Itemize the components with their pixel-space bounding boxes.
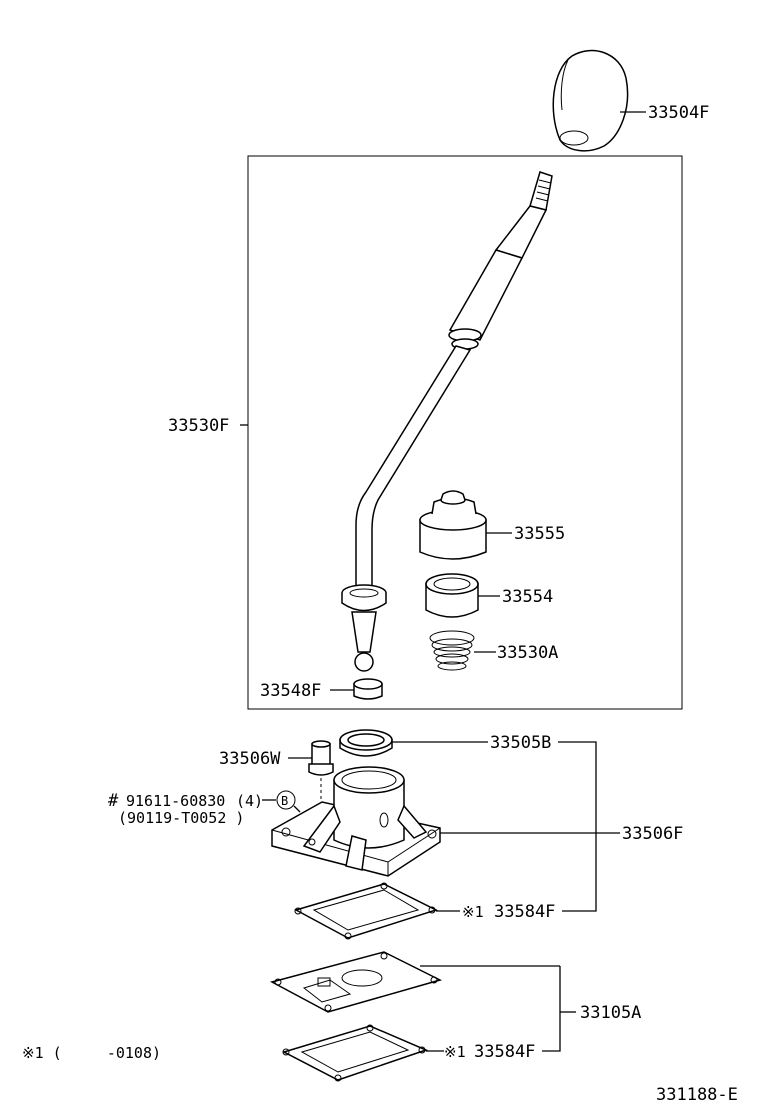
label-bolt-qty: (4) bbox=[236, 792, 263, 810]
label-upper-gasket-mark: ※1 bbox=[462, 903, 484, 921]
label-ref-b: B bbox=[281, 794, 288, 808]
seat-part bbox=[425, 573, 479, 618]
lower-gasket-part bbox=[282, 1024, 429, 1082]
housing-part bbox=[271, 766, 441, 877]
label-lower-gasket: 33584F bbox=[474, 1042, 535, 1062]
seal-part bbox=[339, 729, 393, 757]
label-boot: 33555 bbox=[514, 524, 565, 544]
upper-gasket-part bbox=[294, 882, 438, 940]
figure-id: 331188-E bbox=[656, 1085, 738, 1105]
plate-part bbox=[269, 951, 443, 1013]
label-seal: 33505B bbox=[490, 733, 551, 753]
label-lower-gasket-mark: ※1 bbox=[444, 1043, 466, 1061]
shift-lever-part bbox=[341, 171, 553, 672]
label-plate: 33105A bbox=[580, 1003, 641, 1023]
label-spring: 33530A bbox=[497, 643, 558, 663]
label-bushing: 33548F bbox=[260, 681, 321, 701]
label-plug: 33506W bbox=[219, 749, 281, 769]
footnote: ※1 ( -0108) bbox=[22, 1044, 161, 1062]
label-bolt-mark: # bbox=[108, 791, 119, 811]
label-housing: 33506F bbox=[622, 824, 683, 844]
ref-b-circle bbox=[276, 790, 296, 810]
lever-assembly-frame bbox=[247, 155, 683, 710]
bushing-part bbox=[353, 678, 383, 700]
label-knob: 33504F bbox=[648, 103, 709, 123]
ref-b-leader bbox=[293, 805, 301, 813]
spring-part bbox=[429, 630, 475, 671]
shift-knob-part bbox=[552, 49, 629, 152]
label-lever-assy: 33530F bbox=[168, 416, 229, 436]
seal-gasket-bracket bbox=[558, 741, 597, 912]
label-upper-gasket: 33584F bbox=[494, 902, 555, 922]
boot-part bbox=[419, 490, 487, 560]
plug-part bbox=[308, 740, 334, 776]
label-seat: 33554 bbox=[502, 587, 553, 607]
label-bolt-part: 91611-60830 bbox=[126, 792, 225, 810]
plate-gasket-bracket bbox=[542, 966, 561, 1052]
label-bolt-alt: (90119-T0052 ) bbox=[118, 809, 244, 827]
